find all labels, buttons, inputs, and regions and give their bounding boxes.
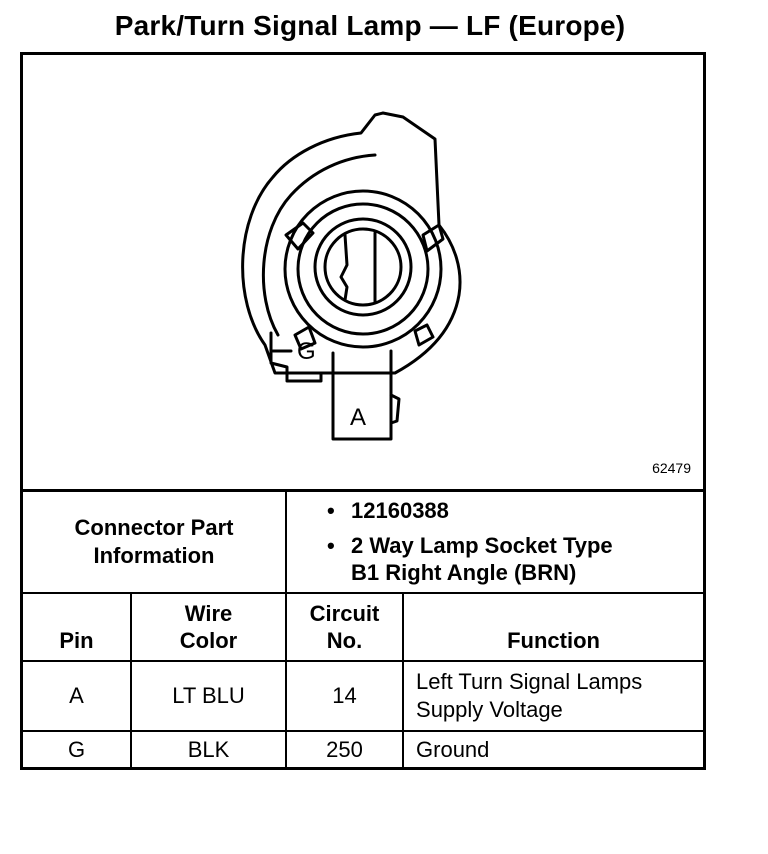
function-cell: Ground xyxy=(402,729,704,769)
terminal-g-body xyxy=(269,331,323,383)
connector-info-row: Connector Part Information 12160388 2 Wa… xyxy=(23,489,704,594)
table-header-row: Pin Wire Color Circuit No. Function xyxy=(23,591,704,662)
circuit-cell: 250 xyxy=(285,729,405,769)
pin-label-a: A xyxy=(350,404,366,431)
header-function: Function xyxy=(402,591,704,662)
connector-card: G A 62479 Connector Part Information 121… xyxy=(20,52,706,770)
housing-inner-arc xyxy=(262,153,377,337)
bayonet-tab-lower-right xyxy=(413,323,435,347)
wire-color-cell: BLK xyxy=(129,729,288,769)
connector-label-line2: Information xyxy=(93,542,215,568)
socket-collar-inner xyxy=(296,202,430,336)
connector-label-line1: Connector Part xyxy=(74,514,234,540)
lamp-opening-inner xyxy=(323,227,403,307)
pin-label-g: G xyxy=(297,338,316,365)
socket-collar-outer xyxy=(283,189,443,349)
connector-description-line2: B1 Right Angle (BRN) xyxy=(351,560,577,586)
connector-info-details: 12160388 2 Way Lamp Socket Type B1 Right… xyxy=(285,489,704,594)
table-row: A LT BLU 14 Left Turn Signal Lamps Suppl… xyxy=(23,659,704,732)
table-row: G BLK 250 Ground xyxy=(23,729,704,769)
bayonet-tab-lower-left xyxy=(293,325,317,351)
connector-info-label: Connector Part Information xyxy=(23,489,288,594)
lamp-opening-outer xyxy=(313,217,413,317)
pin-cell: G xyxy=(23,729,132,769)
part-number: 12160388 xyxy=(327,497,703,524)
bayonet-tab-right xyxy=(421,223,445,253)
header-wire-color: Wire Color xyxy=(129,591,288,662)
pin-cell: A xyxy=(23,659,132,732)
header-pin: Pin xyxy=(23,591,132,662)
contact-left xyxy=(339,233,349,302)
wire-color-cell: LT BLU xyxy=(129,659,288,732)
bayonet-tab-left xyxy=(284,221,315,251)
socket-housing-outline xyxy=(241,111,462,375)
figure-reference-number: 62479 xyxy=(652,460,691,476)
connector-table: Connector Part Information 12160388 2 Wa… xyxy=(23,489,704,769)
terminal-a-latch xyxy=(389,393,401,425)
header-circuit-no: Circuit No. xyxy=(285,591,405,662)
function-cell: Left Turn Signal Lamps Supply Voltage xyxy=(402,659,704,732)
circuit-cell: 14 xyxy=(285,659,405,732)
page-title: Park/Turn Signal Lamp — LF (Europe) xyxy=(114,10,626,41)
connector-description-line1: 2 Way Lamp Socket Type xyxy=(327,532,703,559)
lamp-socket-diagram: G A xyxy=(241,111,462,441)
